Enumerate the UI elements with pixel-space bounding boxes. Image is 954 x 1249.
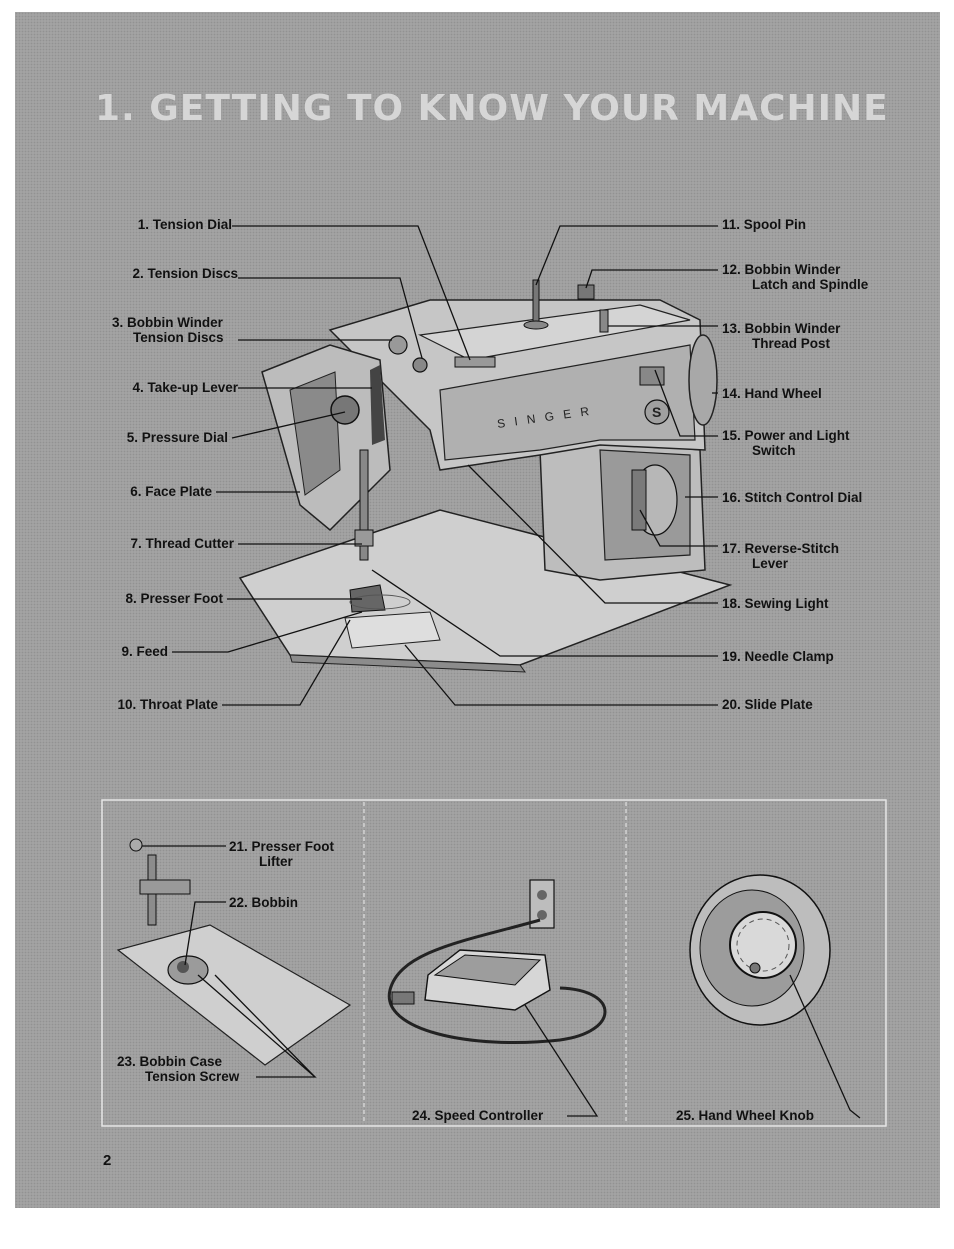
label-hand-wheel: 14. Hand Wheel xyxy=(722,386,822,401)
page-title: 1. GETTING TO KNOW YOUR MACHINE xyxy=(95,88,889,129)
label-needle-clamp: 19. Needle Clamp xyxy=(722,649,834,664)
label-tension-dial: 1. Tension Dial xyxy=(137,217,232,232)
label-speed-controller: 24. Speed Controller xyxy=(412,1108,544,1123)
label-pressure-dial: 5. Pressure Dial xyxy=(126,430,228,445)
label-take-up-lever: 4. Take-up Lever xyxy=(132,380,238,395)
label-face-plate: 6. Face Plate xyxy=(130,484,212,499)
label-thread-cutter: 7. Thread Cutter xyxy=(130,536,234,551)
label-hand-wheel-knob: 25. Hand Wheel Knob xyxy=(676,1108,815,1123)
bobbin-area-illustration xyxy=(116,838,352,1066)
label-feed: 9. Feed xyxy=(121,644,168,659)
hand-wheel-knob-illustration xyxy=(689,874,831,1026)
inset-panel xyxy=(101,799,887,1127)
label-bobbin: 22. Bobbin xyxy=(229,895,299,910)
label-throat-plate: 10. Throat Plate xyxy=(117,697,218,712)
label-presser-foot: 8. Presser Foot xyxy=(125,591,223,606)
page-number: 2 xyxy=(103,1152,112,1169)
label-sewing-light: 18. Sewing Light xyxy=(722,596,829,611)
label-tension-discs: 2. Tension Discs xyxy=(132,266,238,281)
leader-lines xyxy=(172,225,718,706)
label-stitch-control-dial: 16. Stitch Control Dial xyxy=(722,490,863,505)
label-spool-pin: 11. Spool Pin xyxy=(722,217,807,232)
label-slide-plate: 20. Slide Plate xyxy=(722,697,813,712)
speed-controller-illustration xyxy=(387,879,607,1044)
hand-wheel xyxy=(688,334,718,426)
svg-text:S: S xyxy=(652,404,661,420)
sewing-machine-illustration: S S I N G E R xyxy=(238,279,733,673)
